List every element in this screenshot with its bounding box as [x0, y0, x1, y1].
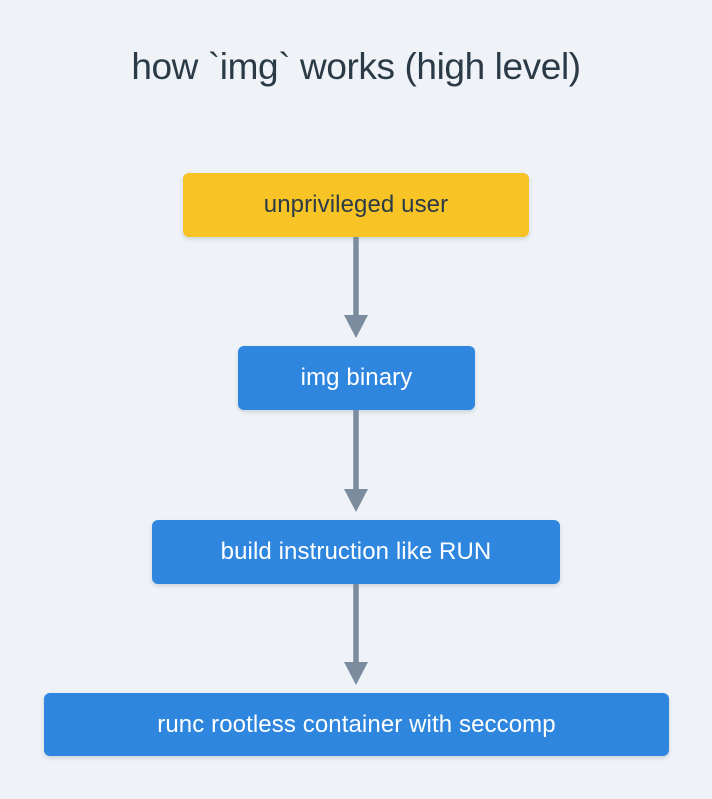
arrow-img-binary-to-build-instruction: [344, 410, 368, 512]
arrow-unprivileged-user-to-img-binary: [344, 237, 368, 338]
node-img-binary[interactable]: img binary: [238, 346, 475, 410]
node-runc-container[interactable]: runc rootless container with seccomp: [44, 693, 669, 756]
node-label: build instruction like RUN: [220, 538, 492, 565]
node-unprivileged-user[interactable]: unprivileged user: [183, 173, 529, 237]
node-label: img binary: [300, 364, 413, 391]
arrow-build-instruction-to-runc-container: [344, 584, 368, 685]
node-build-instruction[interactable]: build instruction like RUN: [152, 520, 560, 584]
node-label: unprivileged user: [263, 191, 449, 218]
node-label: runc rootless container with seccomp: [157, 710, 556, 738]
page-title: how `img` works (high level): [131, 46, 581, 87]
